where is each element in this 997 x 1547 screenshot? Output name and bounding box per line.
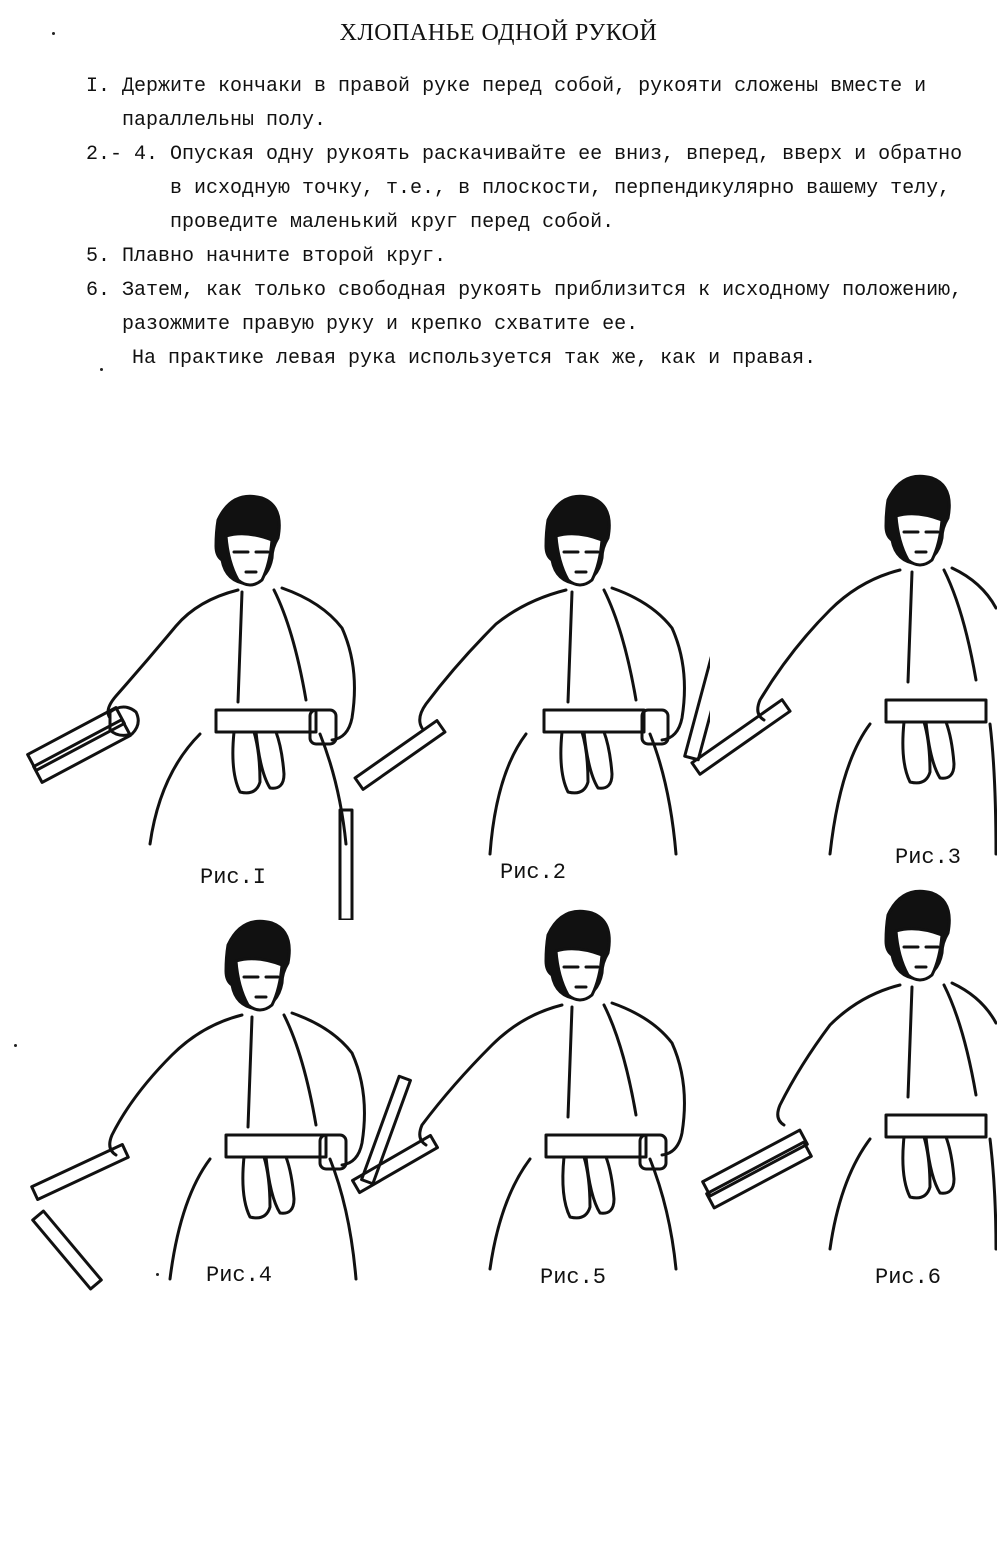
fighter-illustration (30, 919, 366, 1291)
step-number: 5. (86, 245, 123, 268)
step-text: Плавно начните второй круг. (122, 245, 447, 268)
fighter-illustration (351, 909, 686, 1271)
fighter-illustration (26, 494, 356, 846)
page-title: ХЛОПАНЬЕ ОДНОЙ РУКОЙ (339, 20, 658, 46)
figure-caption: Рис.4 (206, 1263, 273, 1288)
step-6: 6. Затем, как только свободная рукоять п… (86, 274, 986, 342)
figure-caption: Рис.2 (500, 860, 567, 885)
fighter-illustration (690, 474, 997, 856)
figure-2: Рис.2 (330, 480, 710, 920)
instruction-list: I. Держите кончаки в правой руке перед с… (86, 70, 986, 376)
scan-speck (14, 1044, 17, 1047)
step-text: Опуская одну рукоять раскачивайте ее вни… (170, 143, 963, 234)
scan-speck (52, 32, 55, 35)
figure-4: Рис.4 (20, 905, 380, 1295)
figure-6: Рис.6 (690, 875, 997, 1290)
figure-5: Рис.5 (340, 895, 710, 1290)
step-text: Держите кончаки в правой руке перед собо… (122, 75, 927, 132)
step-5: 5. Плавно начните второй круг. (86, 240, 986, 274)
step-number: 2.- 4. (86, 143, 171, 166)
step-number: 6. (86, 279, 123, 302)
figure-1: Рис.I (20, 480, 360, 890)
practice-note: На практике левая рука используется так … (132, 347, 817, 370)
figure-caption: Рис.3 (895, 845, 962, 870)
step-2-4: 2.- 4. Опуская одну рукоять раскачивайте… (86, 138, 986, 240)
step-text: Затем, как только свободная рукоять приб… (122, 279, 963, 336)
figure-caption: Рис.5 (540, 1265, 607, 1290)
figure-caption: Рис.6 (875, 1265, 942, 1290)
figure-caption: Рис.I (200, 865, 267, 890)
fighter-illustration (338, 494, 710, 920)
step-number: I. (86, 75, 123, 98)
figure-3: Рис.3 (690, 460, 997, 880)
scan-speck (156, 1273, 159, 1276)
scan-speck (100, 368, 103, 371)
step-1: I. Держите кончаки в правой руке перед с… (86, 70, 986, 138)
fighter-illustration (701, 889, 997, 1251)
